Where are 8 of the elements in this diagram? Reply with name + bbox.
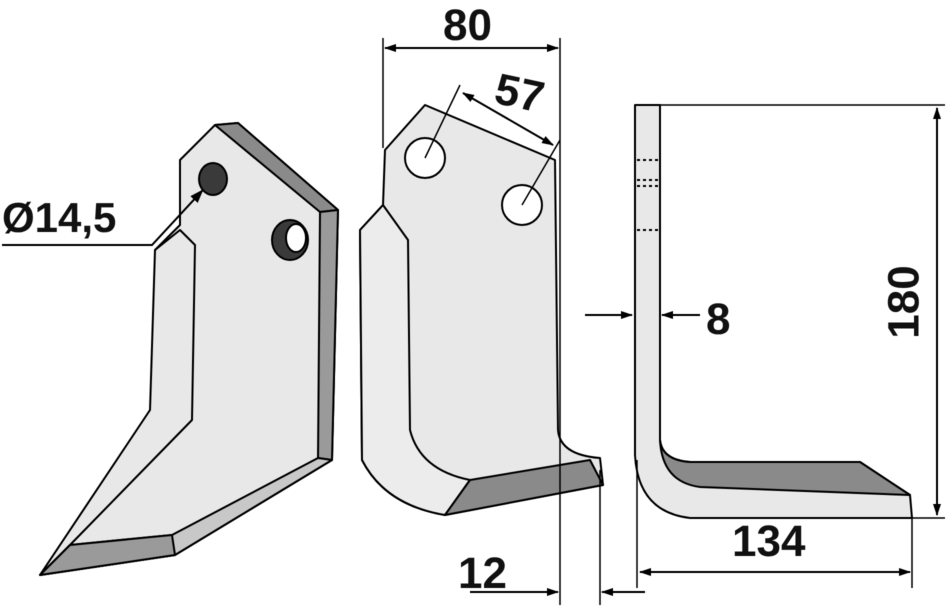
dimension-label: 12 <box>458 552 507 596</box>
dimension-label: 80 <box>443 4 492 48</box>
dimension-label: 8 <box>706 298 730 342</box>
dimension-label: 180 <box>882 265 927 339</box>
dimension-label: 134 <box>732 520 806 564</box>
dimension-label: 57 <box>490 67 548 121</box>
diameter-label: Ø14,5 <box>2 196 116 240</box>
leader-line <box>2 189 204 246</box>
